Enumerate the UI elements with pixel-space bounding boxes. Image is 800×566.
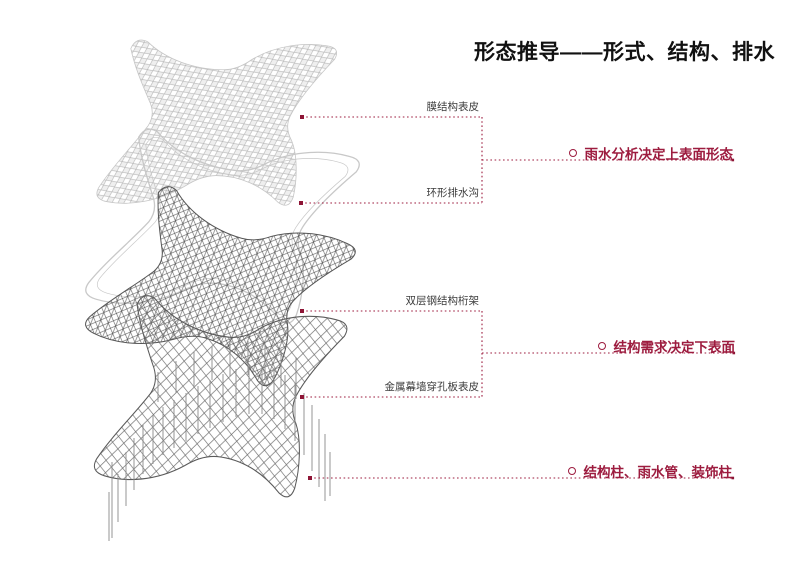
label-membrane-skin: 膜结构表皮 — [426, 101, 480, 113]
annotation-structure: 结构需求决定下表面 — [597, 336, 736, 356]
bullet-circle-icon — [568, 149, 577, 157]
label-drain-ring: 环形排水沟 — [426, 187, 480, 199]
annotation-rainwater: 雨水分析决定上表面形态 — [568, 143, 734, 163]
bullet-circle-icon — [567, 467, 576, 475]
column-lines — [108, 341, 331, 541]
annotation-columns-text: 结构柱、雨水管、装饰柱 — [583, 465, 733, 480]
annotation-rainwater-text: 雨水分析决定上表面形态 — [584, 147, 734, 162]
annotation-structure-text: 结构需求决定下表面 — [613, 340, 736, 355]
leader-lines — [301, 116, 734, 479]
label-steel-truss: 双层钢结构桁架 — [405, 295, 480, 307]
bullet-circle-icon — [597, 342, 606, 350]
membrane-layer — [66, 0, 367, 244]
page-title: 形态推导——形式、结构、排水 — [474, 41, 775, 64]
leader-anchor-dots — [299, 115, 736, 480]
label-perforated-skin: 金属幕墙穿孔板表皮 — [384, 381, 480, 393]
annotation-columns: 结构柱、雨水管、装饰柱 — [567, 461, 733, 481]
